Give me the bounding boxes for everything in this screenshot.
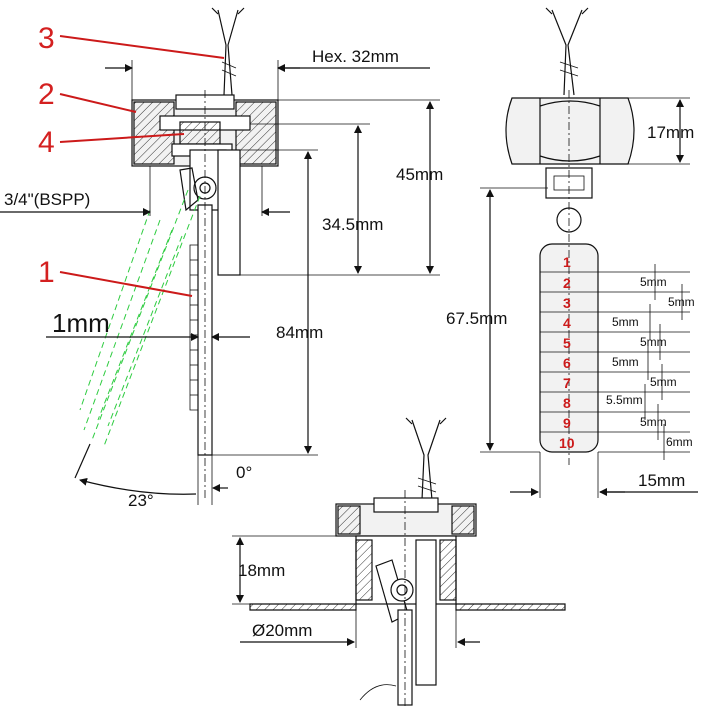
segment-number: 4: [563, 315, 571, 331]
pipe-diameter-label: Ø20mm: [252, 621, 312, 640]
thread-dimension: 3/4"(BSPP): [0, 166, 290, 216]
spacing-label: 5mm: [612, 315, 639, 329]
paddle-length-label: 67.5mm: [446, 309, 507, 328]
swing-paddle-outline: [79, 189, 201, 447]
segment-numbers: 1 2 3 4 5 6 7 8 9 10: [559, 254, 575, 451]
callout-3: 3: [38, 22, 55, 55]
callout-1: 1: [38, 256, 55, 289]
callout-2: 2: [38, 78, 55, 111]
hex-dimension: Hex. 32mm: [105, 47, 430, 100]
spacing-label: 5mm: [668, 295, 695, 309]
spacing-label: 5mm: [640, 415, 667, 429]
wire-left: [217, 9, 227, 96]
segment-number: 8: [563, 395, 571, 411]
callout-4: 4: [38, 126, 55, 159]
wire-right: [227, 9, 239, 96]
angle-0-label: 0°: [236, 463, 252, 482]
spacing-label: 5mm: [612, 355, 639, 369]
spacing-label: 6mm: [666, 435, 693, 449]
height-84-label: 84mm: [276, 323, 323, 342]
paddle-width-label: 15mm: [638, 471, 685, 490]
segment-number: 2: [563, 275, 571, 291]
spacing-label: 5.5mm: [606, 393, 643, 407]
dim-34-5mm: 34.5mm: [250, 123, 383, 274]
segment-number: 5: [563, 335, 571, 351]
dim-15mm: 15mm: [510, 452, 698, 498]
segment-number: 6: [563, 355, 571, 371]
height-45-label: 45mm: [396, 165, 443, 184]
spacing-label: 5mm: [640, 275, 667, 289]
left-section-view: [79, 7, 279, 500]
height-34-5-label: 34.5mm: [322, 215, 383, 234]
segment-spacings: 5mm 5mm 5mm 5mm 5mm 5mm 5.5mm 5mm 6mm: [598, 264, 695, 460]
thread-size-label: 3/4"(BSPP): [4, 190, 90, 209]
bottom-installed-view: [249, 417, 566, 709]
dim-1mm: 1mm: [46, 308, 250, 341]
dim-17mm: 17mm: [628, 97, 694, 165]
dim-18mm: 18mm: [232, 535, 356, 605]
magnet-component: [179, 121, 221, 145]
segment-number: 7: [563, 375, 571, 391]
hex-height-label: 17mm: [647, 123, 694, 142]
dim-diameter-20mm: Ø20mm: [240, 610, 480, 648]
dim-45mm: 45mm: [240, 99, 443, 276]
hex-nut-front: [505, 97, 635, 165]
right-front-view: [505, 7, 635, 465]
insert-depth-label: 18mm: [238, 561, 285, 580]
dim-67-5mm: 67.5mm: [446, 187, 548, 453]
segment-number: 3: [563, 295, 571, 311]
spacing-label: 5mm: [640, 335, 667, 349]
thickness-1-label: 1mm: [52, 308, 110, 338]
segment-number: 10: [559, 435, 575, 451]
segment-number: 9: [563, 415, 571, 431]
hex-size-label: Hex. 32mm: [312, 47, 399, 66]
dim-84mm: 84mm: [212, 149, 323, 456]
angle-dimensions: 0° 23°: [74, 443, 252, 510]
segment-number: 1: [563, 254, 571, 270]
spacing-label: 5mm: [650, 375, 677, 389]
angle-23-label: 23°: [128, 491, 154, 510]
callouts: 3 2 4 1: [38, 22, 225, 297]
